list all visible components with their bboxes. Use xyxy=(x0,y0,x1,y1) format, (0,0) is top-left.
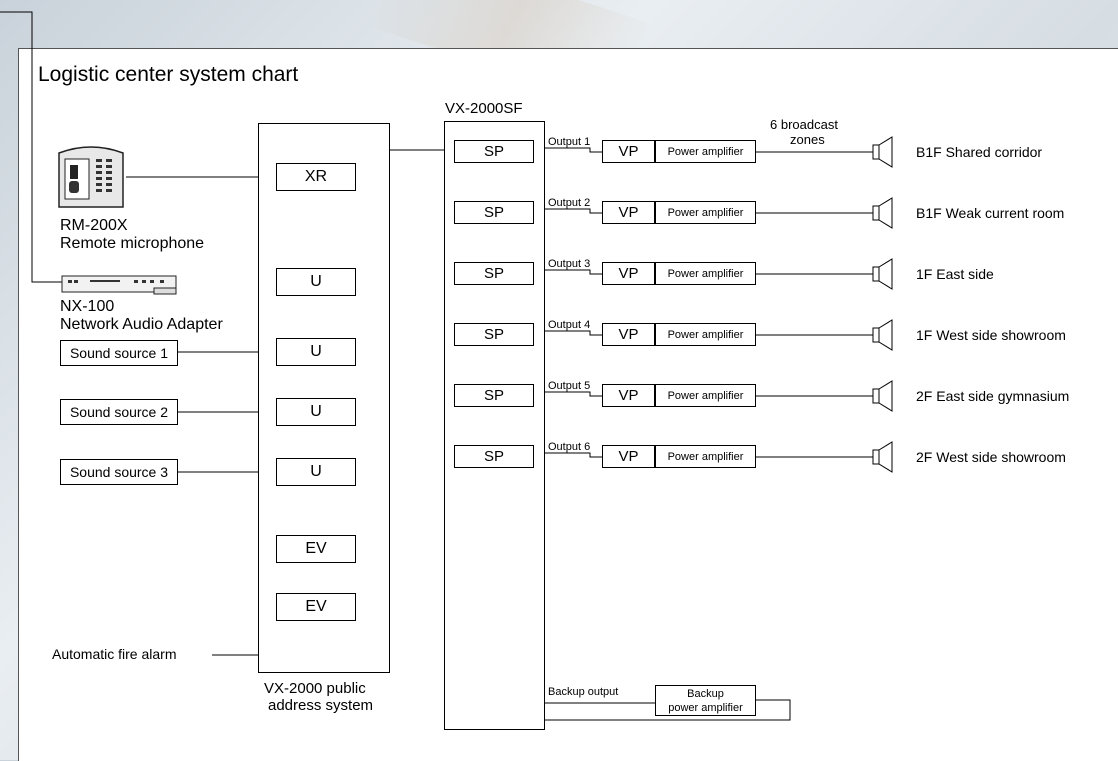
vp-label: VP xyxy=(618,448,639,465)
speaker-icon xyxy=(872,258,894,290)
sp-box: SP xyxy=(454,445,534,468)
pa-module-label: XR xyxy=(304,168,328,185)
backup-amp-box: Backup power amplifier xyxy=(655,685,756,716)
sf-unit-label: VX-2000SF xyxy=(445,100,523,117)
pa-module-label: U xyxy=(310,343,322,360)
broadcast-zones-label-line2: zones xyxy=(790,132,825,147)
vp-label: VP xyxy=(618,143,639,160)
pa-module-u: U xyxy=(276,458,356,486)
speaker-icon xyxy=(872,441,894,473)
vp-label: VP xyxy=(618,387,639,404)
remote-microphone-icon xyxy=(56,145,126,210)
backup-output-label: Backup output xyxy=(548,686,619,698)
fire-alarm-label: Automatic fire alarm xyxy=(52,646,177,662)
pa-module-xr: XR xyxy=(276,163,356,191)
sp-label: SP xyxy=(483,387,504,404)
pa-module-u: U xyxy=(276,398,356,426)
sound-source-label: Sound source 2 xyxy=(69,404,169,420)
vp-box: VP xyxy=(602,384,655,407)
pa-system-label-line1: VX-2000 public xyxy=(264,680,366,697)
power-amplifier-box: Power amplifier xyxy=(655,140,756,163)
vp-box: VP xyxy=(602,201,655,224)
sp-label: SP xyxy=(483,204,504,221)
pa-module-u: U xyxy=(276,338,356,366)
power-amplifier-label: Power amplifier xyxy=(667,389,744,402)
sound-source-label: Sound source 1 xyxy=(69,345,169,361)
speaker-icon xyxy=(872,380,894,412)
output-label: Output 1 xyxy=(548,136,591,148)
power-amplifier-label: Power amplifier xyxy=(667,206,744,219)
power-amplifier-label: Power amplifier xyxy=(667,450,744,463)
diagram-panel xyxy=(18,48,1118,761)
output-label: Output 6 xyxy=(548,441,591,453)
pa-module-label: EV xyxy=(305,598,327,615)
chart-title: Logistic center system chart xyxy=(38,63,299,86)
vp-label: VP xyxy=(618,204,639,221)
pa-system-label-line2: address system xyxy=(268,697,374,714)
nx100-model: NX-100 xyxy=(60,298,115,315)
vp-box: VP xyxy=(602,445,655,468)
output-label: Output 3 xyxy=(548,258,591,270)
nx100-desc: Network Audio Adapter xyxy=(60,316,223,333)
power-amplifier-label: Power amplifier xyxy=(667,328,744,341)
power-amplifier-box: Power amplifier xyxy=(655,201,756,224)
speaker-icon xyxy=(872,319,894,351)
vp-label: VP xyxy=(618,265,639,282)
network-adapter-icon xyxy=(60,270,180,298)
rm200x-model: RM-200X xyxy=(60,217,128,234)
power-amplifier-box: Power amplifier xyxy=(655,323,756,346)
sp-box: SP xyxy=(454,323,534,346)
vp-label: VP xyxy=(618,326,639,343)
broadcast-zones-label-line1: 6 broadcast xyxy=(770,117,838,132)
vp-box: VP xyxy=(602,262,655,285)
sp-label: SP xyxy=(483,143,504,160)
sp-box: SP xyxy=(454,201,534,224)
speaker-icon xyxy=(872,197,894,229)
sound-source-label: Sound source 3 xyxy=(69,464,169,480)
pa-module-u: U xyxy=(276,268,356,296)
power-amplifier-box: Power amplifier xyxy=(655,445,756,468)
sp-label: SP xyxy=(483,265,504,282)
rm200x-desc: Remote microphone xyxy=(60,235,205,252)
speaker-icon xyxy=(872,136,894,168)
pa-module-label: U xyxy=(310,403,322,420)
power-amplifier-box: Power amplifier xyxy=(655,384,756,407)
power-amplifier-box: Power amplifier xyxy=(655,262,756,285)
pa-module-label: U xyxy=(310,463,322,480)
output-label: Output 5 xyxy=(548,380,591,392)
zone-label: B1F Weak current room xyxy=(916,205,1065,221)
pa-module-ev: EV xyxy=(276,535,356,563)
backup-amp-line2: power amplifier xyxy=(668,702,743,714)
pa-module-label: U xyxy=(310,273,322,290)
backup-amp-line1: Backup xyxy=(687,688,724,700)
zone-label: B1F Shared corridor xyxy=(916,144,1043,160)
sound-source-2-box: Sound source 2 xyxy=(60,399,178,425)
sp-label: SP xyxy=(483,448,504,465)
pa-module-ev: EV xyxy=(276,593,356,621)
output-label: Output 2 xyxy=(548,197,591,209)
zone-label: 1F East side xyxy=(916,266,994,282)
vp-box: VP xyxy=(602,140,655,163)
pa-module-label: EV xyxy=(305,540,327,557)
power-amplifier-label: Power amplifier xyxy=(667,267,744,280)
sound-source-1-box: Sound source 1 xyxy=(60,340,178,366)
sp-box: SP xyxy=(454,262,534,285)
zone-label: 2F East side gymnasium xyxy=(916,388,1070,404)
sp-box: SP xyxy=(454,384,534,407)
output-label: Output 4 xyxy=(548,319,591,331)
sp-label: SP xyxy=(483,326,504,343)
zone-label: 2F West side showroom xyxy=(916,449,1066,465)
power-amplifier-label: Power amplifier xyxy=(667,145,744,158)
sp-box: SP xyxy=(454,140,534,163)
zone-label: 1F West side showroom xyxy=(916,327,1066,343)
vp-box: VP xyxy=(602,323,655,346)
sound-source-3-box: Sound source 3 xyxy=(60,459,178,485)
